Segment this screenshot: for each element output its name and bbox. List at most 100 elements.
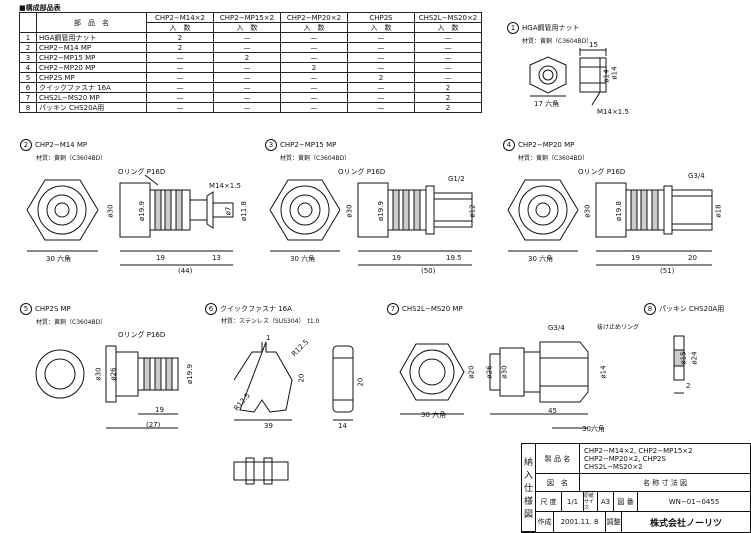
- view5-material: 材質：黄銅（C3604BD）: [36, 319, 107, 326]
- check-label: 調整: [606, 512, 622, 532]
- view7-dim-d14: ø14: [599, 365, 608, 379]
- product-line: CHP2−M14×2, CHP2−MP15×2: [584, 446, 693, 455]
- view1-dim-d2: ø14: [610, 66, 619, 80]
- view4-dim-d18: ø18: [714, 204, 723, 218]
- view4-material: 材質：黄銅（C3604BD）: [518, 155, 589, 162]
- view2-oring: Oリング P16D: [118, 168, 166, 176]
- view2-dim-l2: 13: [212, 254, 221, 262]
- product-line: CHS2L−MS20×2: [584, 462, 643, 471]
- view7-dim-d30: ø30: [500, 365, 509, 379]
- view7-drawing: [399, 341, 589, 429]
- view2-number: 2: [20, 139, 32, 151]
- view8-dim-d15: ø15: [679, 351, 688, 365]
- view3-dim-total: (50): [421, 267, 436, 275]
- view6-title-text: クイックファスナ 16A: [220, 305, 292, 313]
- view3-number: 3: [265, 139, 277, 151]
- view1-dim-thread: M14×1.5: [597, 108, 629, 116]
- view6-dim-h: 20: [297, 373, 306, 383]
- view4-dim-d30: ø30: [583, 204, 592, 218]
- view4-number: 4: [503, 139, 515, 151]
- view2-dim-d19: ø19.9: [137, 201, 146, 221]
- product-names: CHP2−M14×2, CHP2−MP15×2 CHP2−MP20×2, CHP…: [580, 444, 750, 474]
- view5-dim-d26: ø26: [109, 367, 118, 381]
- view5-dim-total: (27): [146, 421, 161, 429]
- view1-title-text: HGA鋼管用ナット: [522, 24, 580, 32]
- view8-dim-t: 2: [686, 382, 691, 390]
- side-char: 様: [523, 497, 533, 507]
- view5-number: 5: [20, 303, 32, 315]
- view2-dim-d7: ø7: [224, 206, 233, 216]
- size-label: 原紙サイズ: [584, 492, 598, 512]
- view5-dim-d30: ø30: [94, 367, 103, 381]
- view3-dim-l1: 19: [392, 254, 401, 262]
- view4-title-text: CHP2−MP20 MP: [518, 141, 575, 149]
- view1-dim-hex: 17 六角: [534, 100, 560, 108]
- view5-dim-l1: 19: [155, 406, 164, 414]
- title-block: 納 入 仕 様 図 製 品 名 CHP2−M14×2, CHP2−MP15×2 …: [521, 443, 751, 533]
- table-caption: ■構成部品表: [19, 4, 61, 12]
- view8-title-text: パッキン CHS20A用: [659, 305, 725, 313]
- view8-drawing: [673, 335, 685, 394]
- parts-table: 部 品 名 CHP2−M14×2 CHP2−MP15×2 CHP2−MP20×2…: [19, 12, 482, 113]
- view7-dim-d20: ø20: [467, 365, 476, 379]
- side-char: 入: [523, 471, 533, 481]
- view6-number: 6: [205, 303, 217, 315]
- drawing-number: WN−01−0455: [638, 492, 750, 512]
- scale-label: 尺 度: [536, 492, 562, 512]
- view3-dim-d30: ø30: [345, 204, 354, 218]
- view8-number: 8: [644, 303, 656, 315]
- view2-thread: M14×1.5: [209, 182, 241, 190]
- view2-material: 材質：黄銅（C3604BD）: [36, 155, 107, 162]
- view7-thread: G3/4: [548, 324, 565, 332]
- view5-drawing: [35, 345, 179, 429]
- view7-dim-hex2: 30六角: [582, 425, 605, 433]
- view1-nut-drawing: [529, 48, 607, 106]
- view7-title-text: CHS2L−MS20 MP: [402, 305, 463, 313]
- view2-drawing: [26, 174, 234, 266]
- view6-dim-w2: 14: [338, 422, 347, 430]
- view6-dim-h2: 20: [356, 377, 365, 387]
- view5-oring: Oリング P16D: [118, 331, 166, 339]
- view2-dim-l1: 19: [156, 254, 165, 262]
- product-label: 製 品 名: [536, 444, 580, 474]
- view1-number: 1: [507, 22, 519, 34]
- view6-drawing: [233, 341, 354, 485]
- table-cell: 2: [414, 102, 482, 113]
- size-value: A3: [598, 492, 614, 512]
- view2-title-text: CHP2−M14 MP: [35, 141, 88, 149]
- view6-dim-w: 39: [264, 422, 273, 430]
- view6-dim-t: 1: [266, 334, 271, 342]
- view4-dim-total: (51): [660, 267, 675, 275]
- side-char: 納: [523, 458, 533, 468]
- view4-dim-hex: 30 六角: [528, 255, 554, 263]
- view5-dim-d19: ø19.9: [185, 364, 194, 384]
- product-line: CHP2−MP20×2, CHP2S: [584, 454, 666, 463]
- view7-ring: 抜け止めリング: [597, 324, 640, 331]
- view7-dim-hex: 30 六角: [421, 411, 447, 419]
- view2-dim-total: (44): [178, 267, 193, 275]
- date-value: 2001.11. 8: [554, 512, 606, 532]
- view5-title-text: CHP2S MP: [35, 305, 71, 313]
- view7-dim-l1: 45: [548, 407, 557, 415]
- view3-thread: G1/2: [448, 175, 465, 183]
- view1-dim-d3: ø14: [602, 69, 611, 83]
- view4-dim-l2: 20: [688, 254, 697, 262]
- number-label: 図 番: [614, 492, 638, 512]
- drawing-label: 図 名: [536, 474, 580, 492]
- view4-dim-l1: 19: [631, 254, 640, 262]
- view4-drawing: [507, 179, 713, 266]
- view3-dim-d19: ø19.9: [376, 201, 385, 221]
- view2-dim-d11: ø11.8: [239, 201, 248, 221]
- view1-dim-length: 15: [589, 41, 598, 49]
